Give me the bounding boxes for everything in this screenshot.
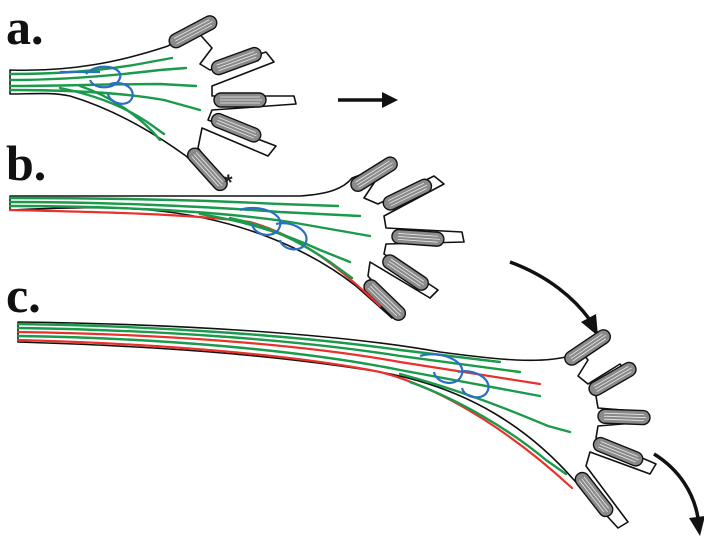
panel-c: c.: [6, 267, 704, 536]
direction-arrow-b: [510, 262, 598, 336]
panel-b: b.: [6, 135, 598, 336]
panel-label-b: b.: [6, 135, 46, 191]
filopodium-a3: [214, 93, 266, 107]
filopodium-marker: *: [224, 170, 233, 195]
filopodium-b1: [348, 155, 400, 194]
direction-arrow-c: [654, 454, 704, 536]
direction-arrow-a: [338, 92, 398, 108]
panel-label-c: c.: [6, 267, 41, 323]
filopodium-c3: [598, 409, 650, 425]
filopodium-b5: [361, 277, 408, 323]
filopodium-b3: [392, 229, 445, 247]
panel-a: a. *: [6, 0, 398, 195]
panel-label-a: a.: [6, 0, 44, 55]
filopodium-c2: [587, 360, 639, 398]
filopodium-b2: [381, 177, 434, 212]
